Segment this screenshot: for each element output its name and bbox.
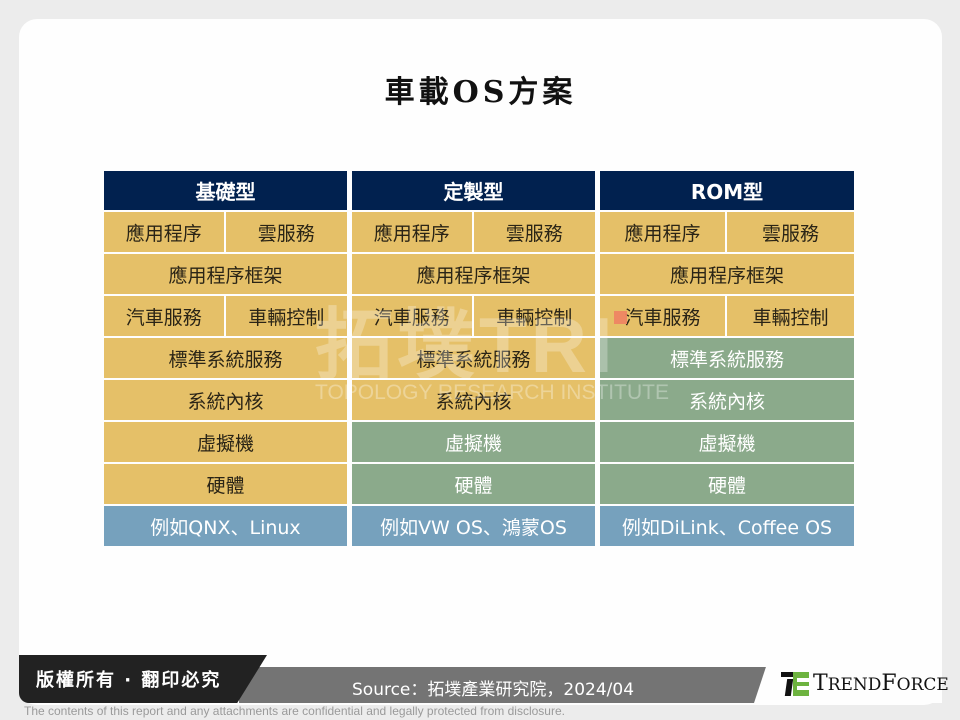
column-header: ROM型: [600, 171, 854, 210]
column-customized: 定製型 應用程序 雲服務 應用程序框架 汽車服務 車輛控制 標準系統服務 系統內…: [352, 171, 595, 548]
layer-cell: 系統內核: [104, 380, 347, 420]
layer-cell: 虛擬機: [352, 422, 595, 462]
layer-cell: 應用程序框架: [352, 254, 595, 294]
column-basic: 基礎型 應用程序 雲服務 應用程序框架 汽車服務 車輛控制 標準系統服務 系統內…: [104, 171, 347, 548]
layer-cell: 汽車服務: [104, 296, 226, 336]
layer-cell: 虛擬機: [600, 422, 854, 462]
layer-cell: 車輛控制: [225, 296, 347, 336]
layer-cell: 車輛控制: [727, 296, 854, 336]
source-bar: [239, 667, 779, 703]
layer-row-split: 應用程序 雲服務: [352, 212, 595, 252]
layer-row-split: 應用程序 雲服務: [104, 212, 347, 252]
layer-cell: 硬體: [600, 464, 854, 504]
layer-cell: 應用程序: [104, 212, 226, 252]
source-text: Source：拓墣產業研究院，2024/04: [352, 680, 635, 700]
layer-cell: 應用程序: [600, 212, 727, 252]
page-title: 車載OS方案: [384, 75, 577, 110]
copyright-text: 版權所有 · 翻印必究: [36, 670, 222, 691]
column-header: 定製型: [352, 171, 595, 210]
layer-row-split: 汽車服務 車輛控制: [600, 296, 854, 336]
column-header: 基礎型: [104, 171, 347, 210]
layer-cell: 應用程序: [352, 212, 474, 252]
copyright-bar: [19, 655, 267, 703]
disclaimer-text: The contents of this report and any atta…: [24, 704, 565, 718]
example-cell: 例如QNX、Linux: [104, 506, 347, 546]
example-cell: 例如DiLink、Coffee OS: [600, 506, 854, 546]
column-rom: ROM型 應用程序 雲服務 應用程序框架 汽車服務 車輛控制 標準系統服務 系統…: [600, 171, 854, 548]
layer-cell: 雲服務: [727, 212, 854, 252]
highlight-marker: [614, 311, 627, 324]
layer-row-split: 應用程序 雲服務: [600, 212, 854, 252]
layer-cell: 應用程序框架: [600, 254, 854, 294]
layer-cell: 應用程序框架: [104, 254, 347, 294]
layer-cell: 汽車服務: [352, 296, 474, 336]
layer-row-split: 汽車服務 車輛控制: [104, 296, 347, 336]
layer-cell: 系統內核: [352, 380, 595, 420]
example-cell: 例如VW OS、鴻蒙OS: [352, 506, 595, 546]
layer-cell: 標準系統服務: [352, 338, 595, 378]
layer-cell: 虛擬機: [104, 422, 347, 462]
layer-cell: 硬體: [104, 464, 347, 504]
trendforce-logo: TRENDFORCE: [781, 671, 949, 696]
layer-cell: 標準系統服務: [104, 338, 347, 378]
layer-cell: 雲服務: [473, 212, 595, 252]
layer-cell: 標準系統服務: [600, 338, 854, 378]
trendforce-wordmark: TRENDFORCE: [813, 671, 949, 696]
layer-cell: 車輛控制: [473, 296, 595, 336]
layer-row-split: 汽車服務 車輛控制: [352, 296, 595, 336]
layer-cell: 硬體: [352, 464, 595, 504]
trendforce-logo-icon: [781, 671, 809, 696]
footer: 版權所有 · 翻印必究 Source：拓墣產業研究院，2024/04 TREND…: [19, 635, 949, 703]
layer-cell: 系統內核: [600, 380, 854, 420]
layer-cell: 雲服務: [225, 212, 347, 252]
